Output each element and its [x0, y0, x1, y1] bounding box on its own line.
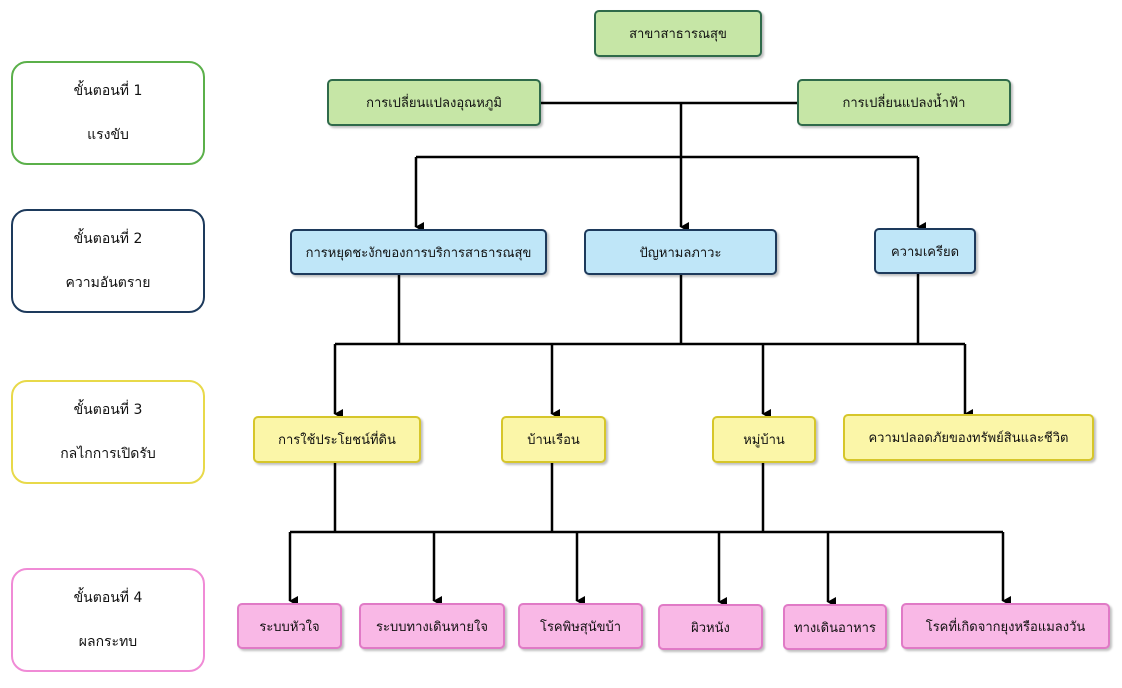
impact-node-rabies: โรคพิษสุนัขบ้า [518, 603, 643, 649]
exposure-node-land-use: การใช้ประโยชน์ที่ดิน [253, 416, 421, 463]
stage-4-subtitle: ผลกระทบ [78, 634, 138, 650]
exposure-node-housing: บ้านเรือน [501, 416, 606, 463]
stage-3-box: ขั้นตอนที่ 3 กลไกการเปิดรับ [11, 380, 205, 484]
hazard-node-stress: ความเครียด [874, 228, 976, 274]
exposure-node-safety: ความปลอดภัยของทรัพย์สินและชีวิต [843, 414, 1094, 461]
stage-1-box: ขั้นตอนที่ 1 แรงขับ [11, 61, 205, 165]
stage-2-subtitle: ความอันตราย [65, 275, 151, 291]
stage-1-subtitle: แรงขับ [87, 127, 129, 143]
impact-node-skin: ผิวหนัง [658, 604, 763, 650]
driver-node-temperature: การเปลี่ยนแปลงอุณหภูมิ [327, 79, 541, 126]
hazard-node-pollution: ปัญหามลภาวะ [584, 229, 777, 275]
impact-node-respiratory: ระบบทางเดินหายใจ [359, 603, 505, 649]
impact-node-cardiovascular: ระบบหัวใจ [237, 603, 342, 649]
stage-4-title: ขั้นตอนที่ 4 [73, 590, 143, 606]
root-node: สาขาสาธารณสุข [594, 10, 762, 57]
exposure-node-village: หมู่บ้าน [712, 416, 816, 463]
impact-node-digestive: ทางเดินอาหาร [783, 604, 887, 650]
driver-node-precipitation: การเปลี่ยนแปลงน้ำฟ้า [797, 79, 1011, 126]
stage-2-box: ขั้นตอนที่ 2 ความอันตราย [11, 209, 205, 313]
stage-2-title: ขั้นตอนที่ 2 [73, 231, 143, 247]
impact-node-vector-borne: โรคที่เกิดจากยุงหรือแมลงวัน [901, 603, 1110, 649]
stage-3-subtitle: กลไกการเปิดรับ [60, 446, 156, 462]
stage-4-box: ขั้นตอนที่ 4 ผลกระทบ [11, 568, 205, 672]
stage-3-title: ขั้นตอนที่ 3 [73, 402, 143, 418]
stage-1-title: ขั้นตอนที่ 1 [73, 83, 143, 99]
hazard-node-service-disruption: การหยุดชะงักของการบริการสาธารณสุข [290, 229, 547, 275]
